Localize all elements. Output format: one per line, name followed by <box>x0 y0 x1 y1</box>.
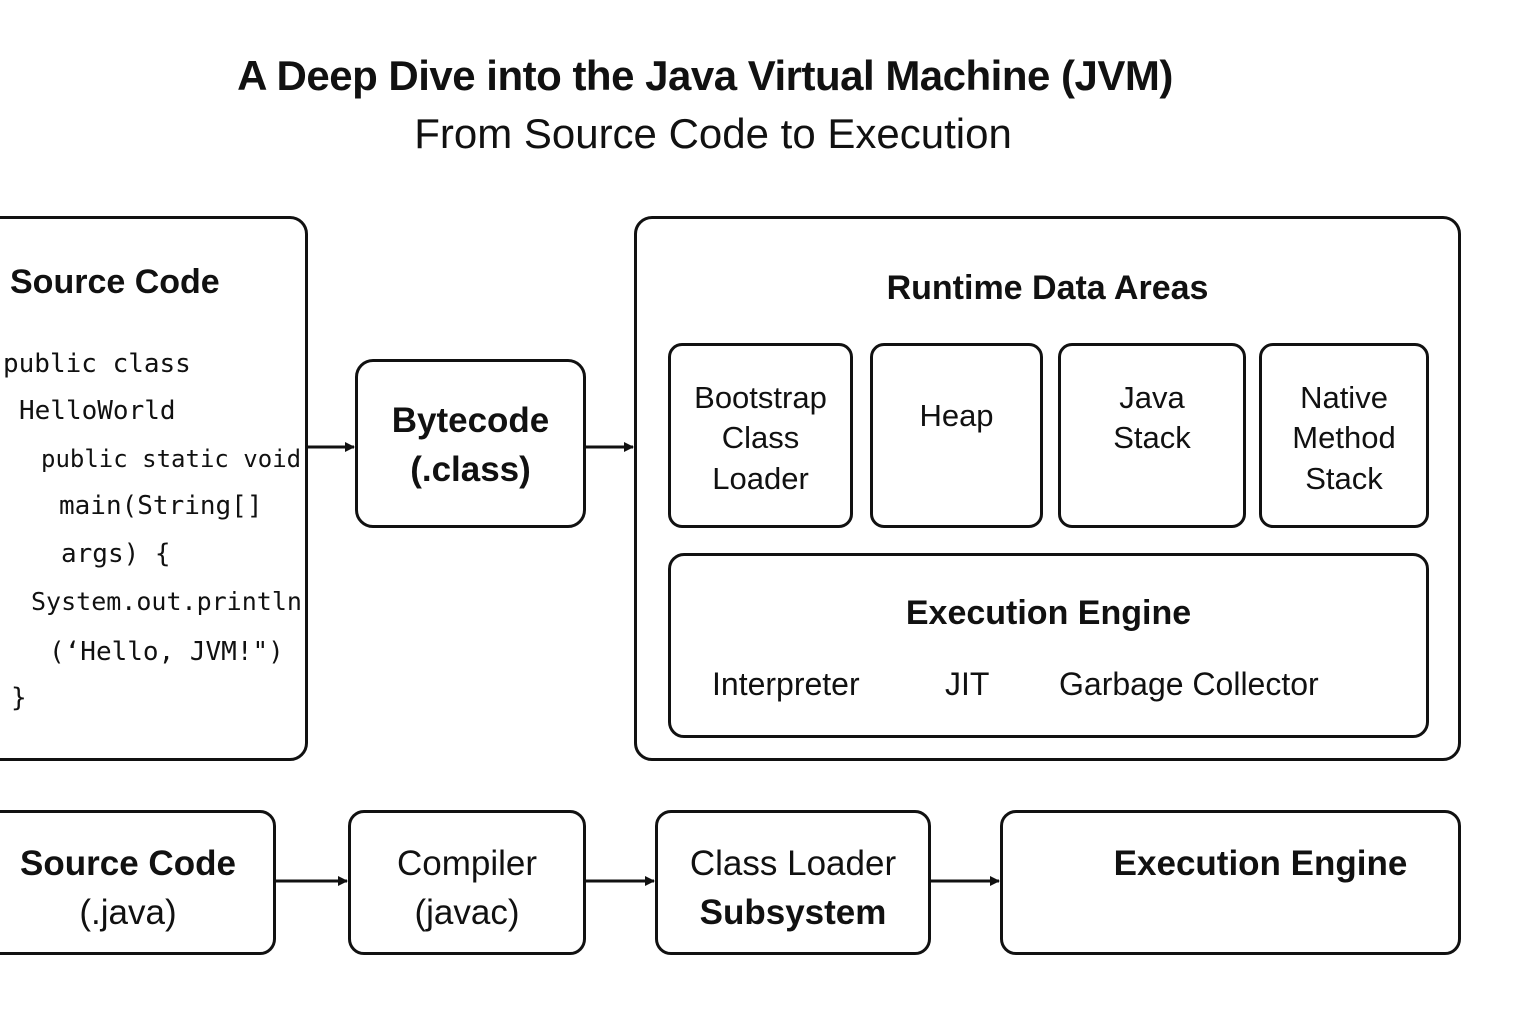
code-line: public static void <box>41 445 302 473</box>
bootstrap-class-loader-box: Bootstrap Class Loader <box>668 343 853 528</box>
area-label: Bootstrap <box>694 380 827 415</box>
source-code-panel: Source Code public class HelloWorld publ… <box>0 216 308 761</box>
bytecode-label: Bytecode <box>391 401 550 440</box>
execution-engine-box: Execution Engine Interpreter JIT Garbage… <box>668 553 1429 738</box>
execution-engine-title: Execution Engine <box>905 594 1192 632</box>
flow-label: Source Code <box>20 844 236 883</box>
flow-label: Execution Engine <box>1113 844 1408 883</box>
area-label: Heap <box>919 398 994 433</box>
flow-source-code-box: Source Code (.java) <box>0 810 276 955</box>
code-line: args) { <box>61 539 171 569</box>
code-line: HelloWorld <box>19 396 176 426</box>
java-stack-box: Java Stack <box>1058 343 1246 528</box>
runtime-data-areas-panel: Runtime Data Areas Bootstrap Class Loade… <box>634 216 1461 761</box>
runtime-data-areas-title: Runtime Data Areas <box>886 269 1209 307</box>
flow-label: (javac) <box>414 893 520 932</box>
garbage-collector-label: Garbage Collector <box>1059 666 1319 702</box>
code-line: System.out.println <box>31 587 302 616</box>
bytecode-extension: (.class) <box>410 450 531 489</box>
bytecode-box: Bytecode (.class) <box>355 359 586 528</box>
flow-label: Compiler <box>396 844 538 883</box>
source-code-title: Source Code <box>10 263 220 301</box>
area-label: Method <box>1292 420 1396 455</box>
code-line: (‘Hello, JVM!") <box>49 637 284 667</box>
area-label: Loader <box>712 461 809 496</box>
code-line: } <box>11 683 27 713</box>
area-label: Java <box>1119 380 1185 415</box>
page-subtitle: From Source Code to Execution <box>414 110 1012 157</box>
heap-box: Heap <box>870 343 1043 528</box>
native-method-stack-box: Native Method Stack <box>1259 343 1429 528</box>
code-line: main(String[] <box>59 491 263 521</box>
flow-label: (.java) <box>79 893 177 932</box>
flow-compiler-box: Compiler (javac) <box>348 810 586 955</box>
flow-label: Class Loader <box>689 844 897 883</box>
area-label: Stack <box>1305 461 1383 496</box>
area-label: Native <box>1300 380 1388 415</box>
code-line: public class <box>3 349 191 379</box>
area-label: Stack <box>1113 420 1191 455</box>
jit-label: JIT <box>945 666 990 702</box>
interpreter-label: Interpreter <box>712 666 860 702</box>
flow-class-loader-box: Class Loader Subsystem <box>655 810 931 955</box>
flow-execution-engine-box: Execution Engine <box>1000 810 1461 955</box>
area-label: Class <box>721 420 800 455</box>
flow-label: Subsystem <box>699 893 887 932</box>
page-title: A Deep Dive into the Java Virtual Machin… <box>237 52 1173 99</box>
